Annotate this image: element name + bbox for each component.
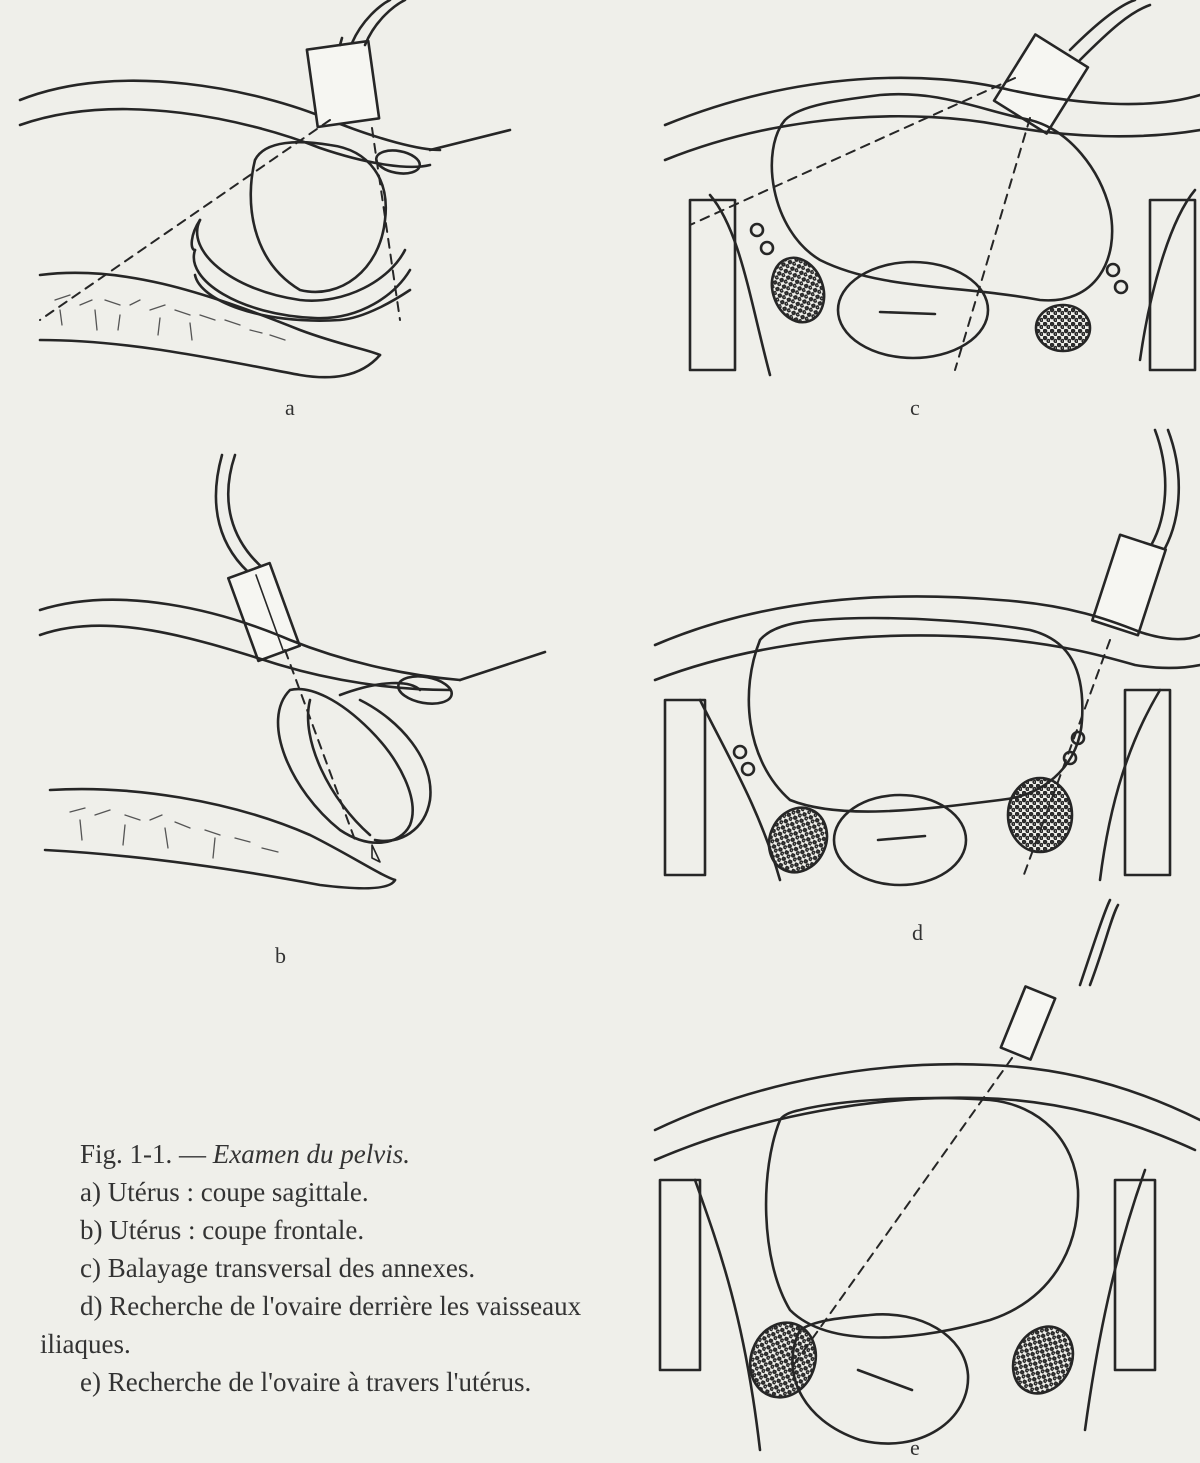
panel-a-label: a: [285, 395, 295, 420]
caption-item-b: b) Utérus : coupe frontale.: [40, 1211, 610, 1249]
panel-e-label: e: [910, 1435, 920, 1460]
panel-d-iliac-vessels: [655, 430, 1200, 885]
caption-title: Examen du pelvis.: [213, 1139, 410, 1169]
caption-title-line: Fig. 1-1. — Examen du pelvis.: [40, 1135, 610, 1173]
panel-b-label: b: [275, 943, 286, 968]
panel-c-transverse-sweep: [665, 0, 1200, 375]
figure-caption: Fig. 1-1. — Examen du pelvis. a) Utérus …: [40, 1135, 610, 1401]
caption-item-d: d) Recherche de l'ovaire derrière les va…: [40, 1287, 610, 1363]
caption-fig-number: Fig. 1-1. —: [80, 1139, 206, 1169]
panel-b-frontal-uterus: [40, 455, 545, 888]
panel-c-label: c: [910, 395, 920, 420]
panel-e-through-uterus: [655, 900, 1200, 1450]
caption-item-c: c) Balayage transversal des annexes.: [40, 1249, 610, 1287]
panel-d-label: d: [912, 920, 923, 945]
caption-item-a: a) Utérus : coupe sagittale.: [40, 1173, 610, 1211]
caption-item-e: e) Recherche de l'ovaire à travers l'uté…: [40, 1363, 610, 1401]
panel-a-sagittal-uterus: [20, 0, 510, 377]
